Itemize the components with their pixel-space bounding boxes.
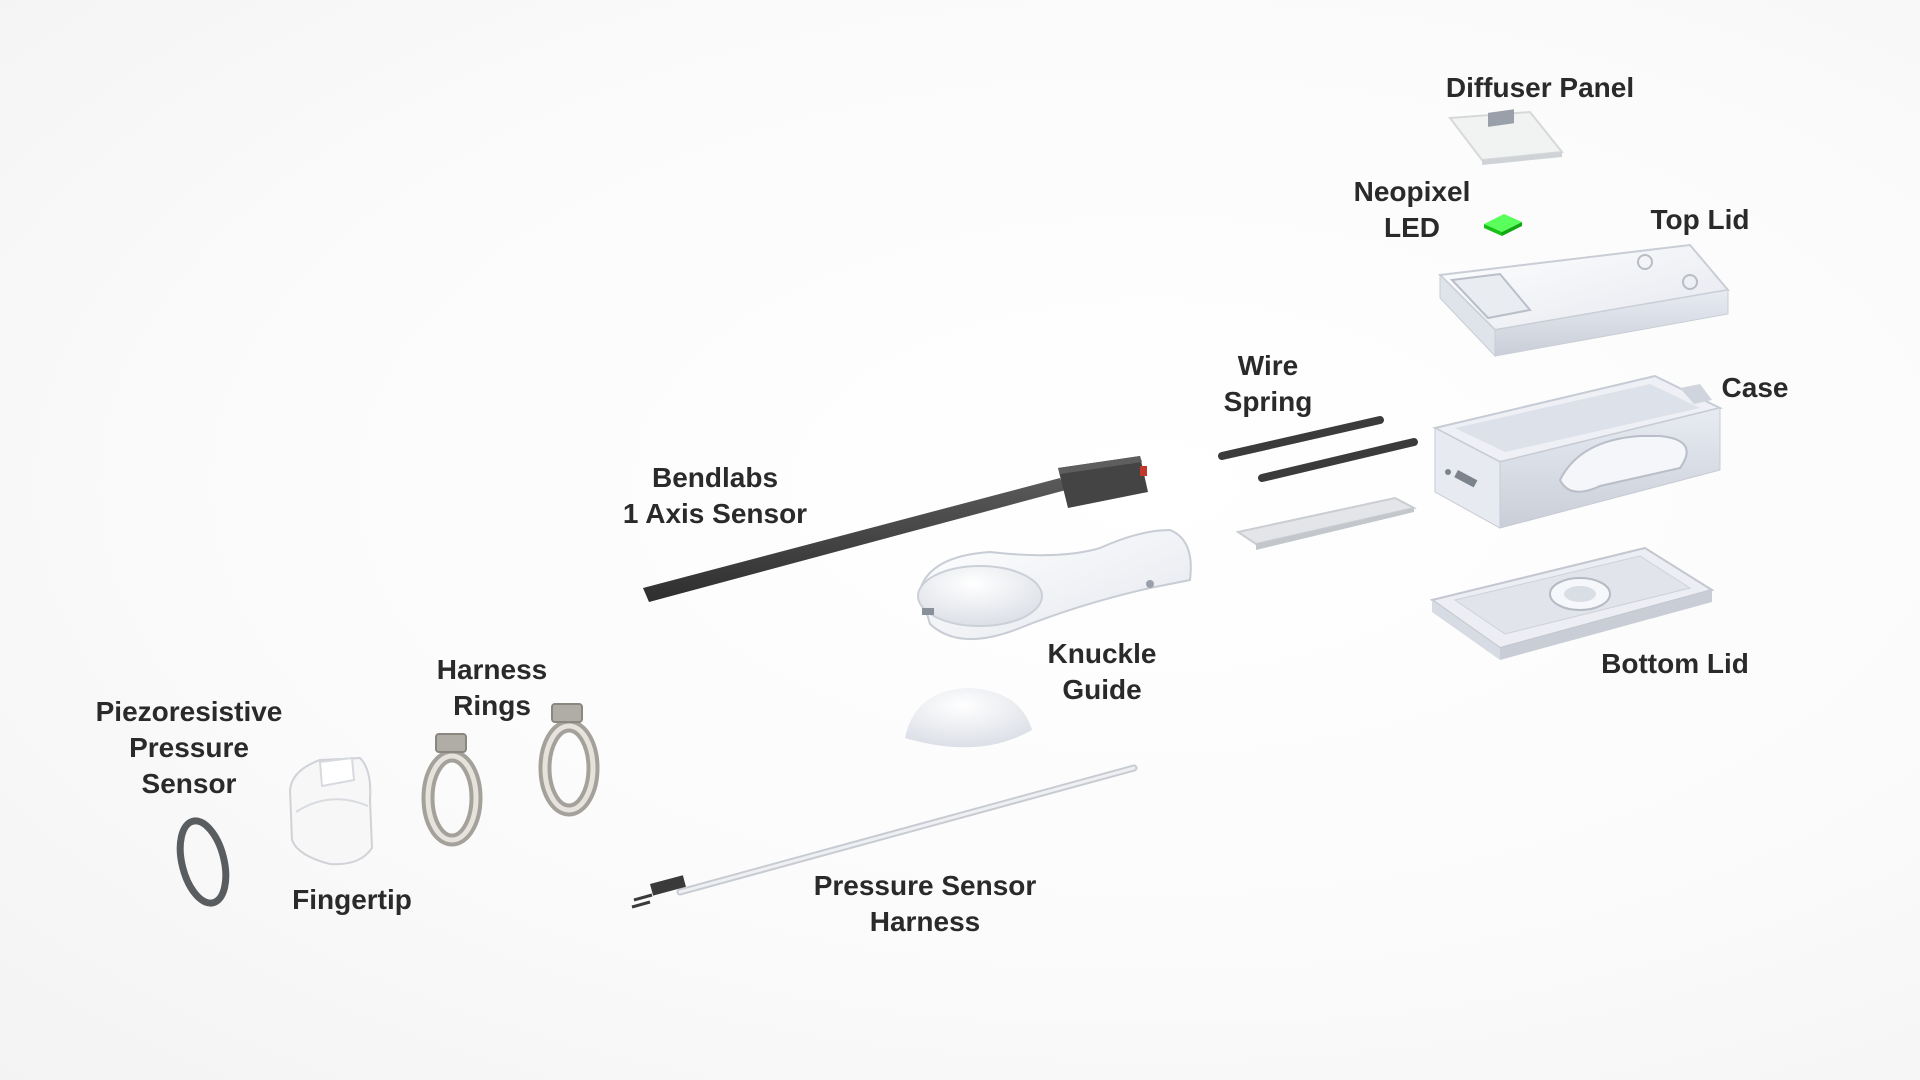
label-line: Top Lid	[1650, 204, 1750, 235]
label-line: Case	[1721, 372, 1789, 403]
label-bottom-lid: Bottom Lid	[1580, 646, 1770, 682]
label-pressure-sensor-harness: Pressure Sensor Harness	[790, 868, 1060, 940]
label-wire-spring: Wire Spring	[1208, 348, 1328, 420]
case-part	[1432, 374, 1723, 529]
harness-ring-left-part	[421, 733, 483, 847]
label-line: Harness	[436, 654, 548, 685]
label-line: Guide	[1062, 674, 1142, 705]
label-top-lid: Top Lid	[1640, 202, 1760, 238]
label-diffuser-panel: Diffuser Panel	[1420, 70, 1660, 106]
label-line: Wire	[1237, 350, 1299, 381]
label-harness-rings: Harness Rings	[420, 652, 564, 724]
knuckle-guide-part	[917, 528, 1192, 641]
neopixel-led-part	[1484, 214, 1522, 236]
label-line: Knuckle	[1047, 638, 1157, 669]
flat-spring-strip-part	[1235, 496, 1417, 550]
label-line: Pressure Sensor	[813, 870, 1037, 901]
label-line: Piezoresistive	[95, 696, 283, 727]
label-line: Pressure	[129, 732, 249, 763]
label-line: Fingertip	[292, 884, 412, 915]
label-line: Sensor	[141, 768, 237, 799]
label-neopixel-led: Neopixel LED	[1322, 174, 1502, 246]
label-line: Bottom Lid	[1601, 648, 1749, 679]
knuckle-dome-part	[905, 688, 1032, 748]
label-line: Spring	[1223, 386, 1313, 417]
label-bendlabs-sensor: Bendlabs 1 Axis Sensor	[600, 460, 830, 532]
label-line: LED	[1384, 212, 1440, 243]
fingertip-part	[288, 756, 374, 866]
label-knuckle-guide: Knuckle Guide	[1030, 636, 1174, 708]
label-line: Neopixel	[1353, 176, 1471, 207]
pressure-sensor-harness-part	[631, 764, 1138, 909]
label-line: Diffuser Panel	[1445, 72, 1635, 103]
bottom-lid-part	[1429, 546, 1715, 660]
label-piezoresistive-sensor: Piezoresistive Pressure Sensor	[74, 694, 304, 802]
top-lid-part	[1437, 109, 1730, 358]
harness-ring-right-part	[538, 703, 600, 817]
label-fingertip: Fingertip	[276, 882, 428, 918]
bendlabs-sensor-part	[643, 456, 1148, 602]
label-case: Case	[1700, 370, 1810, 406]
label-line: Harness	[869, 906, 981, 937]
label-line: 1 Axis Sensor	[622, 498, 808, 529]
diffuser-panel-part	[1448, 110, 1564, 165]
wire-spring-part	[1218, 416, 1418, 482]
piezoresistive-sensor-part	[176, 817, 230, 907]
label-line: Rings	[453, 690, 531, 721]
label-line: Bendlabs	[651, 462, 779, 493]
